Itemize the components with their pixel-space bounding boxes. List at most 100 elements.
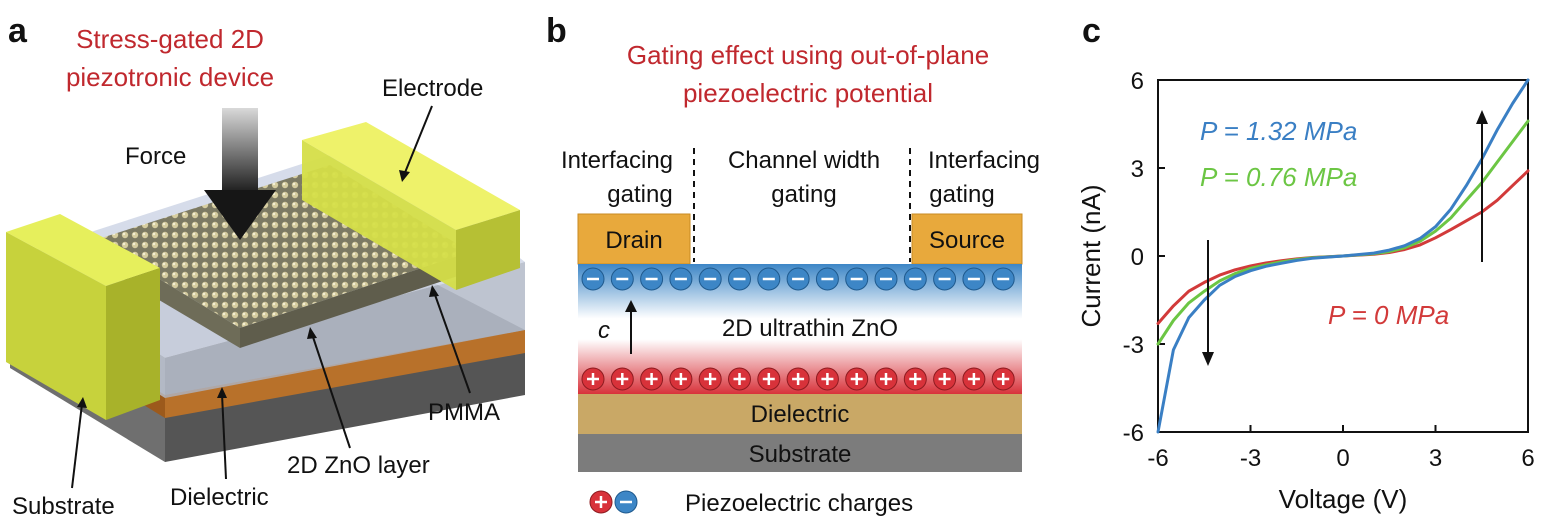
dielectric-label: Dielectric: [751, 401, 850, 428]
x-tick-label: 3: [1429, 445, 1442, 472]
region-left-line2: gating: [607, 181, 672, 208]
y-tick-label: 0: [1131, 244, 1144, 271]
y-axis-ticks: 6 3 0 -3 -6: [1123, 68, 1165, 447]
right-electrode-top: [302, 122, 520, 230]
region-right-line2: gating: [929, 181, 994, 208]
y-tick-label: 3: [1131, 156, 1144, 183]
label-substrate: Substrate: [12, 493, 115, 520]
panel-c: c 6 3 0 -3 -6 -6 -3 0 3 6 Voltage (V) Current (n…: [1076, 12, 1535, 514]
right-electrode-left-face: [302, 140, 456, 290]
panel-letter-b: b: [546, 12, 567, 50]
negative-charge-icon: [728, 267, 751, 291]
zno-pointer: [311, 333, 351, 449]
legend-label: Piezoelectric charges: [685, 490, 913, 517]
x-tick-label: -6: [1147, 445, 1168, 472]
negative-charge-icon: [698, 267, 722, 291]
drain-label: Drain: [605, 227, 662, 254]
region-mid-line2: gating: [771, 181, 836, 208]
panel-a-title-line2: piezotronic device: [66, 62, 274, 92]
negative-charge-row: [581, 267, 1015, 291]
negative-charge-icon: [581, 267, 605, 291]
positive-charge-icon: [962, 367, 986, 391]
positive-charge-icon: [669, 367, 693, 391]
panel-b-title-line2: piezoelectric potential: [683, 78, 933, 108]
positive-charge-icon: [903, 367, 927, 391]
positive-charge-icon: [815, 367, 839, 391]
negative-charge-icon: [933, 267, 957, 291]
arrow-up-annotation: [1476, 110, 1488, 262]
x-axis-label: Voltage (V): [1279, 484, 1408, 514]
arrow-down-annotation: [1202, 240, 1214, 366]
dielectric-pointer: [221, 393, 227, 480]
panel-b-title-line1: Gating effect using out-of-plane: [627, 40, 989, 70]
negative-charge-icon: [845, 267, 869, 291]
c-axis-label: c: [598, 317, 610, 344]
dielectric-front-face: [165, 330, 525, 418]
positive-charge-icon: [845, 367, 869, 391]
drain-electrode: [577, 213, 691, 265]
substrate-pointer: [71, 403, 83, 489]
label-force: Force: [125, 143, 186, 170]
source-electrode: [911, 213, 1023, 265]
positive-charge-icon: [757, 367, 781, 391]
substrate-layer: [578, 434, 1022, 472]
panel-a: a Stress-gated 2D piezotronic device: [6, 12, 525, 520]
negative-charge-icon: [903, 267, 927, 291]
y-tick-label: -3: [1123, 332, 1144, 359]
x-tick-label: -3: [1240, 445, 1261, 472]
positive-charge-icon: [933, 367, 957, 391]
negative-charge-icon: [815, 267, 839, 291]
dielectric-layer: [578, 394, 1022, 434]
positive-charge-icon: [786, 367, 810, 391]
right-electrode-front-face: [456, 210, 520, 290]
positive-charge-row: [581, 367, 1015, 391]
negative-charge-icon: [874, 267, 898, 291]
y-tick-label: -6: [1123, 420, 1144, 447]
left-electrode-front-face: [106, 268, 160, 420]
negative-charge-icon: [786, 267, 810, 291]
label-dielectric: Dielectric: [170, 484, 269, 511]
source-label: Source: [929, 227, 1005, 254]
negative-charge-icon: [757, 267, 781, 291]
region-left-line1: Interfacing: [561, 147, 673, 174]
negative-charge-icon: [669, 267, 693, 291]
x-tick-label: 6: [1521, 445, 1534, 472]
negative-charge-icon: [991, 267, 1015, 291]
series-lines: [1156, 78, 1530, 434]
positive-charge-icon: [610, 367, 634, 391]
legend-series-2: P = 0.76 MPa: [1200, 162, 1357, 192]
panel-letter-c: c: [1082, 12, 1101, 50]
negative-charge-icon: [640, 267, 664, 291]
region-mid-line1: Channel width: [728, 147, 880, 174]
left-electrode-left-face: [6, 232, 106, 420]
zno-front-face: [240, 252, 470, 348]
force-arrow: [204, 108, 276, 240]
y-tick-label: 6: [1131, 68, 1144, 95]
legend-positive-charge-icon: [589, 490, 613, 514]
label-electrode: Electrode: [382, 75, 483, 102]
series-line: [1156, 78, 1530, 434]
positive-charge-icon: [991, 367, 1015, 391]
positive-charge-icon: [728, 367, 751, 391]
legend-negative-charge-icon: [614, 490, 638, 514]
pmma-pointer: [433, 291, 471, 394]
positive-charge-icon: [640, 367, 664, 391]
legend-series-1: P = 1.32 MPa: [1200, 116, 1357, 146]
label-pmma: PMMA: [428, 399, 500, 426]
panel-letter-a: a: [8, 12, 28, 50]
positive-charge-icon: [698, 367, 722, 391]
positive-charge-icon: [874, 367, 898, 391]
left-electrode-top: [6, 214, 160, 286]
device-illustration: [6, 122, 525, 462]
label-zno-layer: 2D ZnO layer: [287, 452, 430, 479]
negative-charge-icon: [962, 267, 986, 291]
y-axis-label: Current (nA): [1076, 184, 1106, 327]
positive-charge-icon: [581, 367, 605, 391]
negative-charge-icon: [610, 267, 634, 291]
region-right-line1: Interfacing: [928, 147, 1040, 174]
substrate-label: Substrate: [749, 441, 852, 468]
x-tick-label: 0: [1336, 445, 1349, 472]
panel-b: b Gating effect using out-of-plane piezo…: [546, 12, 1040, 517]
legend-series-3: P = 0 MPa: [1328, 300, 1449, 330]
